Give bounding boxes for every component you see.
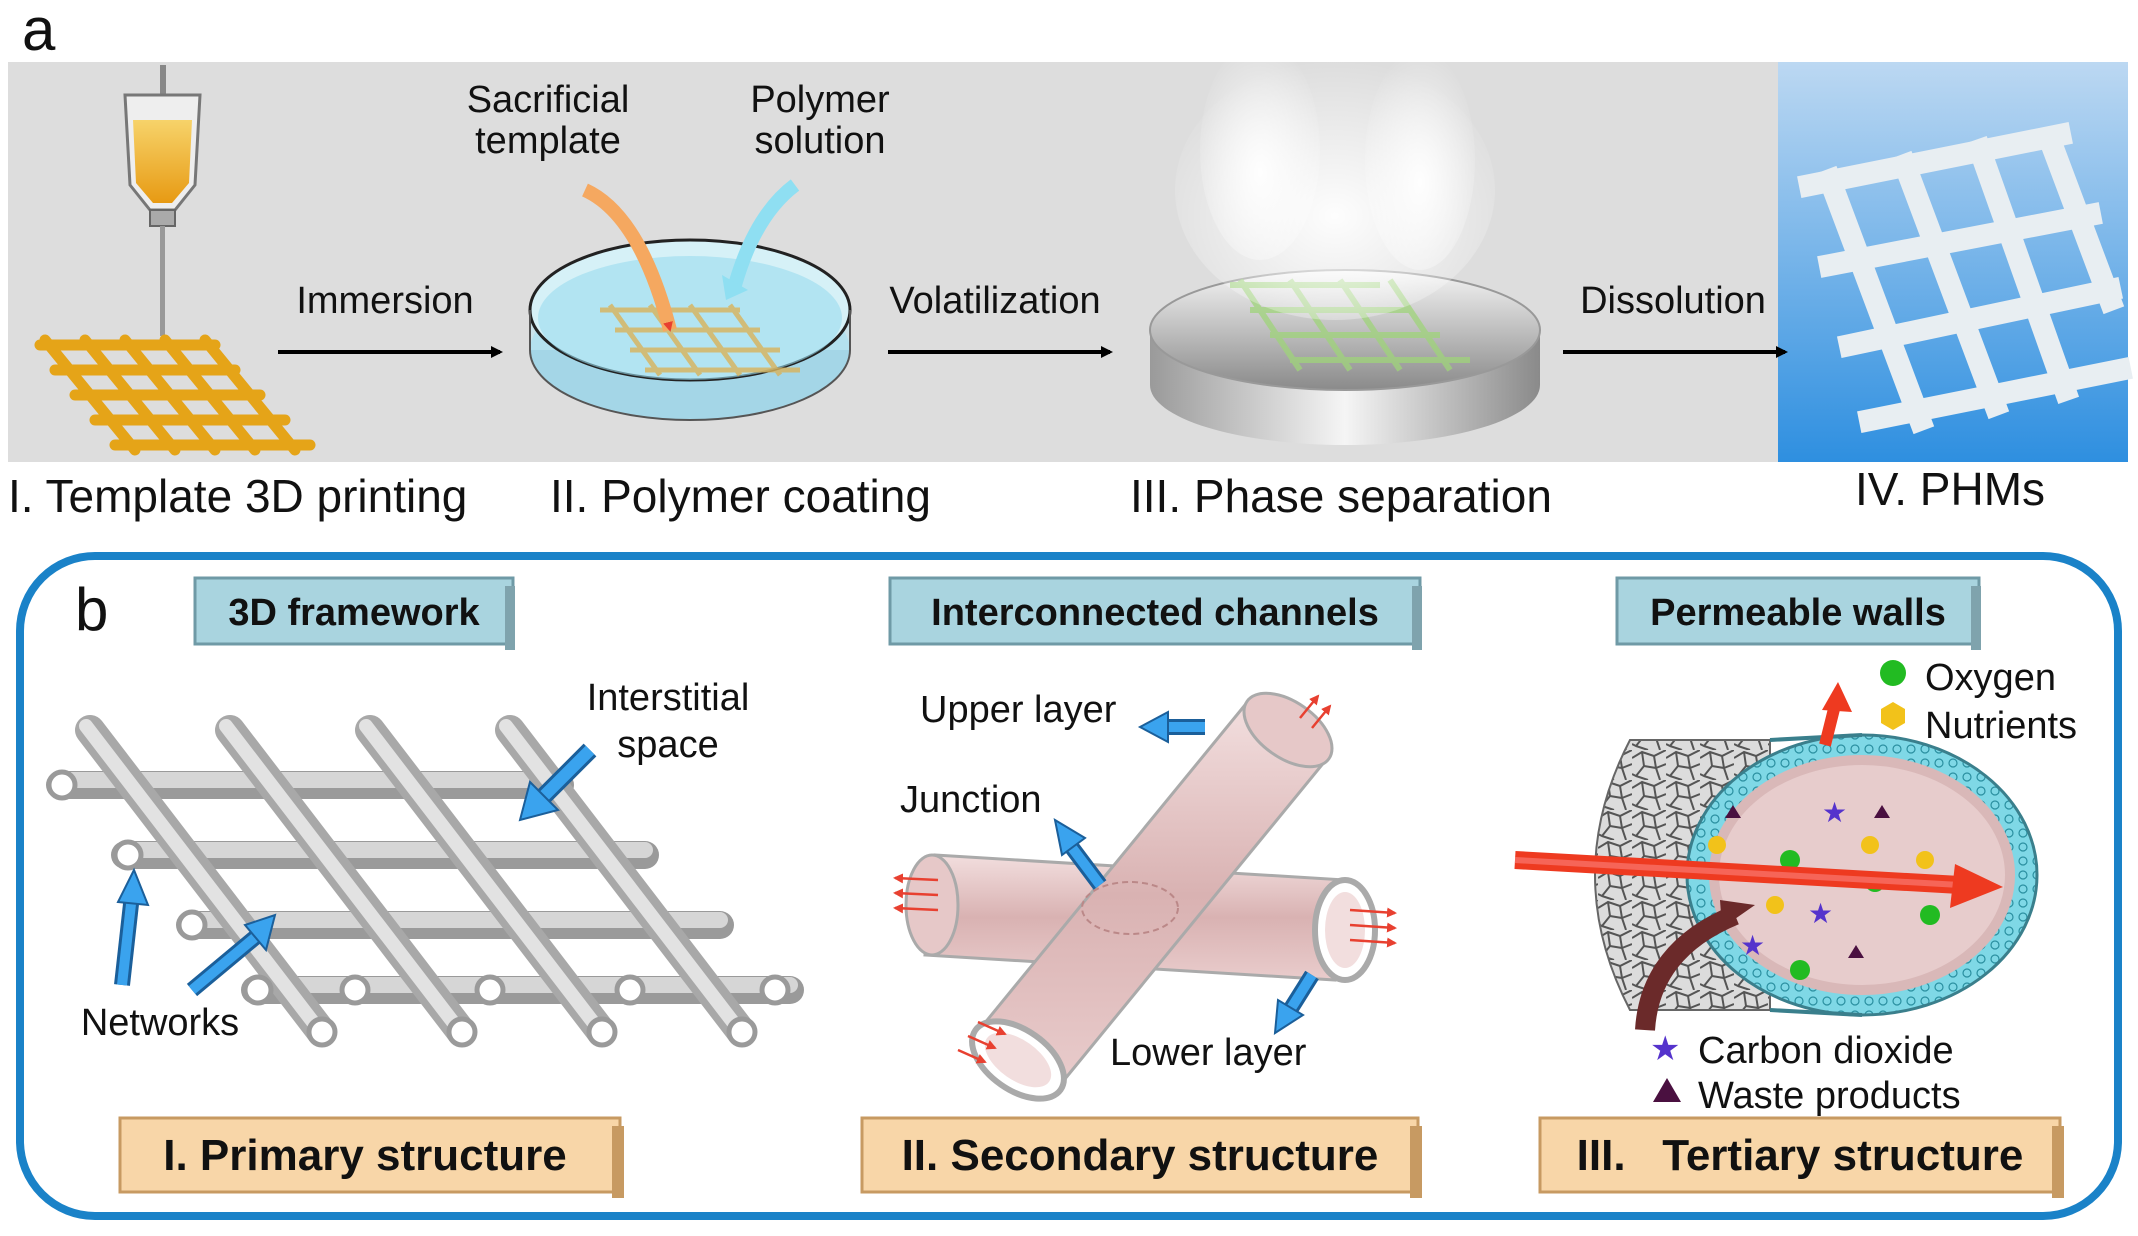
legend-oxygen: Oxygen bbox=[1925, 657, 2056, 699]
panel-b: b 3D framework Interconnected channels P… bbox=[16, 552, 2122, 1220]
step-4-label: IV. PHMs bbox=[1855, 463, 2045, 515]
oxygen-outflow-arrow-icon bbox=[1819, 682, 1852, 747]
flow-through-arrow-icon bbox=[1514, 851, 2003, 908]
permeable-wall-cylinder-icon bbox=[1594, 733, 2039, 1017]
tube-framework-icon bbox=[46, 715, 804, 1048]
sacrificial-label-2: template bbox=[475, 120, 621, 162]
flow-arrows-icon bbox=[893, 694, 1397, 1064]
svg-text:★: ★ bbox=[1740, 929, 1765, 962]
header-3d-framework: 3D framework bbox=[193, 576, 515, 650]
step-2-label: II. Polymer coating bbox=[550, 470, 931, 522]
junction-label: Junction bbox=[900, 779, 1042, 821]
green-circle-icon bbox=[1880, 660, 1906, 686]
dark-triangle-icon bbox=[1653, 1078, 1681, 1102]
svg-text:★: ★ bbox=[1822, 796, 1847, 829]
panel-b-letter: b bbox=[75, 576, 108, 643]
legend-carbon-dioxide: Carbon dioxide bbox=[1698, 1030, 1954, 1072]
legend: Oxygen Nutrients ★ Carbon dioxide Waste … bbox=[1650, 657, 2077, 1117]
syringe-icon bbox=[123, 65, 202, 336]
svg-text:★: ★ bbox=[1808, 897, 1833, 930]
gold-template-grid-icon bbox=[34, 334, 316, 456]
polymer-label-2: solution bbox=[755, 120, 886, 162]
nutrient-marker bbox=[1708, 836, 1934, 914]
waste-marker bbox=[1725, 805, 1890, 958]
upper-layer-label: Upper layer bbox=[920, 689, 1117, 731]
footer-primary-structure: I. Primary structure bbox=[118, 1116, 624, 1198]
petri-dish-icon bbox=[528, 238, 852, 421]
panel-a: a bbox=[8, 0, 2133, 522]
phm-lattice-icon bbox=[1797, 122, 2133, 435]
interstitial-label-2: space bbox=[617, 724, 718, 766]
networks-arrow-icon bbox=[114, 867, 277, 997]
junction-arrow-icon bbox=[1053, 817, 1107, 890]
footer-label: I. Primary structure bbox=[163, 1131, 567, 1180]
solution-pour-arrow bbox=[728, 179, 800, 287]
header-label: Permeable walls bbox=[1650, 592, 1946, 634]
immersion-label: Immersion bbox=[296, 280, 473, 322]
purple-star-icon: ★ bbox=[1650, 1029, 1680, 1069]
interstitial-arrow-icon bbox=[518, 743, 597, 822]
volatilization-label: Volatilization bbox=[889, 280, 1100, 322]
header-interconnected-channels: Interconnected channels bbox=[888, 576, 1422, 650]
lower-layer-arrow-icon bbox=[1273, 970, 1319, 1035]
step-1-label: I. Template 3D printing bbox=[8, 470, 467, 522]
legend-waste-products: Waste products bbox=[1698, 1075, 1961, 1117]
footer-tertiary-structure: III. Tertiary structure bbox=[1538, 1116, 2064, 1198]
header-label: Interconnected channels bbox=[931, 592, 1379, 634]
footer-label: III. Tertiary structure bbox=[1577, 1131, 2024, 1180]
header-label: 3D framework bbox=[228, 592, 480, 634]
polymer-label-1: Polymer bbox=[750, 79, 890, 121]
carbon-dioxide-marker: ★ ★ ★ bbox=[1740, 796, 1847, 962]
dissolution-label: Dissolution bbox=[1580, 280, 1766, 322]
networks-label: Networks bbox=[81, 1002, 239, 1044]
phase-separation-disk-icon bbox=[1149, 40, 1541, 445]
sacrificial-label-1: Sacrificial bbox=[467, 79, 630, 121]
template-pour-arrow bbox=[581, 183, 677, 332]
header-permeable-walls: Permeable walls bbox=[1615, 576, 1981, 650]
footer-label: II. Secondary structure bbox=[902, 1131, 1379, 1180]
panel-a-letter: a bbox=[22, 0, 56, 63]
yellow-hexagon-icon bbox=[1881, 702, 1905, 730]
interstitial-label-1: Interstitial bbox=[587, 677, 750, 719]
step-3-label: III. Phase separation bbox=[1130, 470, 1552, 522]
legend-nutrients: Nutrients bbox=[1925, 705, 2077, 747]
footer-secondary-structure: II. Secondary structure bbox=[860, 1116, 1422, 1198]
lower-layer-label: Lower layer bbox=[1110, 1032, 1307, 1074]
crossing-channels-icon bbox=[904, 691, 1378, 1102]
waste-inflow-arrow-icon bbox=[1635, 905, 1739, 1031]
upper-layer-arrow-icon bbox=[1137, 710, 1205, 744]
